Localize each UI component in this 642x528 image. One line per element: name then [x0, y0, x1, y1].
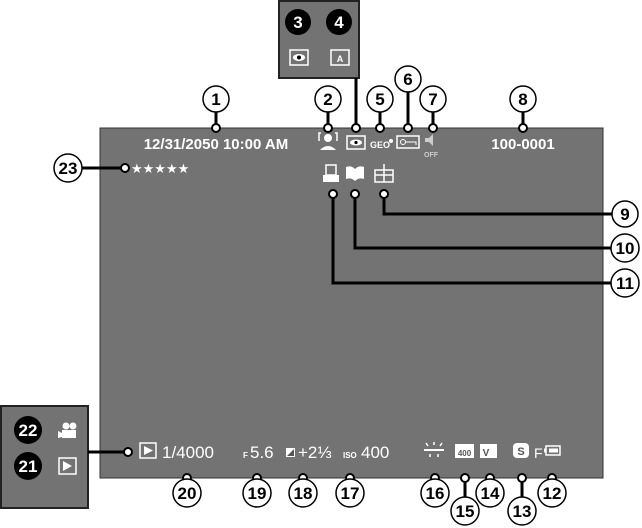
callout-11: 11	[610, 268, 640, 298]
svg-text:3: 3	[293, 13, 302, 32]
callout-18: 18	[288, 478, 318, 508]
svg-text:S: S	[517, 446, 524, 458]
sound-off-icon: OFF	[424, 134, 439, 159]
svg-text:10: 10	[616, 239, 635, 258]
svg-text:17: 17	[341, 484, 360, 503]
svg-text:13: 13	[513, 502, 532, 521]
battery-icon	[544, 445, 561, 456]
callout-12: 12	[537, 478, 567, 508]
callout-23: 23	[53, 153, 83, 183]
callout-4: 4	[326, 9, 352, 35]
exposure-comp-icon	[286, 448, 295, 457]
image-size-icon: S	[513, 443, 529, 458]
callout-9: 9	[611, 200, 639, 228]
svg-text:11: 11	[616, 274, 634, 293]
svg-text:2: 2	[323, 90, 332, 109]
callout-3: 3	[285, 9, 311, 35]
dynamic-range-icon: 400	[455, 444, 474, 458]
svg-text:14: 14	[481, 484, 500, 503]
protect-icon	[396, 135, 420, 149]
callout-14: 14	[475, 478, 505, 508]
svg-text:7: 7	[428, 90, 437, 109]
svg-text:12: 12	[543, 484, 562, 503]
svg-text:A: A	[337, 54, 344, 64]
callout-13: 13	[507, 496, 537, 526]
svg-text:400: 400	[458, 449, 472, 458]
svg-text:4: 4	[334, 13, 344, 32]
svg-text:23: 23	[59, 159, 78, 178]
date-time: 12/31/2050 10:00 AM	[144, 136, 289, 153]
lcd-screen	[99, 127, 604, 479]
play-icon	[58, 457, 77, 475]
svg-text:15: 15	[456, 502, 475, 521]
svg-text:GEO: GEO	[370, 140, 390, 150]
callout-5: 5	[366, 85, 394, 113]
svg-text:9: 9	[620, 205, 629, 224]
callout-15: 15	[450, 496, 480, 526]
white-balance-icon	[424, 442, 444, 457]
inset-playback-mode	[0, 405, 89, 509]
play-icon	[139, 442, 157, 459]
callout-19: 19	[242, 478, 272, 508]
svg-text:6: 6	[403, 70, 412, 89]
red-eye-removal-icon: A	[330, 49, 350, 66]
print-icon	[323, 164, 339, 182]
face-detection-icon	[318, 132, 338, 150]
callout-21: 21	[14, 452, 42, 480]
callout-7: 7	[419, 85, 447, 113]
red-eye-icon	[346, 135, 366, 150]
callout-16: 16	[420, 478, 450, 508]
svg-text:19: 19	[248, 484, 267, 503]
photobook-icon	[346, 166, 364, 181]
shutter-speed: 1/4000	[162, 443, 214, 462]
quality: F	[534, 445, 543, 461]
iso-prefix: ISO	[343, 451, 357, 460]
callout-20: 20	[172, 478, 202, 508]
film-simulation-icon: V	[480, 444, 497, 459]
svg-text:8: 8	[518, 90, 527, 109]
movie-icon	[58, 422, 77, 438]
svg-text:1: 1	[211, 90, 220, 109]
aperture-prefix: F	[243, 451, 248, 460]
callout-10: 10	[610, 233, 640, 263]
callout-1: 1	[202, 85, 230, 113]
iso: 400	[361, 443, 389, 462]
svg-text:16: 16	[426, 484, 445, 503]
location-icon: GEO	[370, 139, 393, 150]
svg-text:V: V	[483, 448, 490, 459]
callouts: 1 2 3 4 5 6 7 8 9 10 11 12 13 14 15 16 1…	[14, 9, 640, 526]
frame-number: 100-0001	[491, 136, 554, 153]
callout-8: 8	[509, 85, 537, 113]
callout-22: 22	[14, 416, 42, 444]
svg-text:18: 18	[294, 484, 313, 503]
red-eye-icon	[289, 49, 309, 66]
svg-text:21: 21	[19, 457, 38, 476]
gift-icon	[374, 164, 394, 183]
exposure-comp: +2⅓	[298, 443, 332, 462]
callout-17: 17	[335, 478, 365, 508]
svg-text:20: 20	[178, 484, 197, 503]
svg-text:OFF: OFF	[424, 152, 439, 159]
callout-2: 2	[314, 85, 342, 113]
svg-text:5: 5	[375, 90, 384, 109]
svg-text:22: 22	[19, 421, 38, 440]
rating-stars: ★★★★★	[131, 161, 189, 176]
aperture: 5.6	[250, 443, 274, 462]
callout-6: 6	[394, 65, 422, 93]
